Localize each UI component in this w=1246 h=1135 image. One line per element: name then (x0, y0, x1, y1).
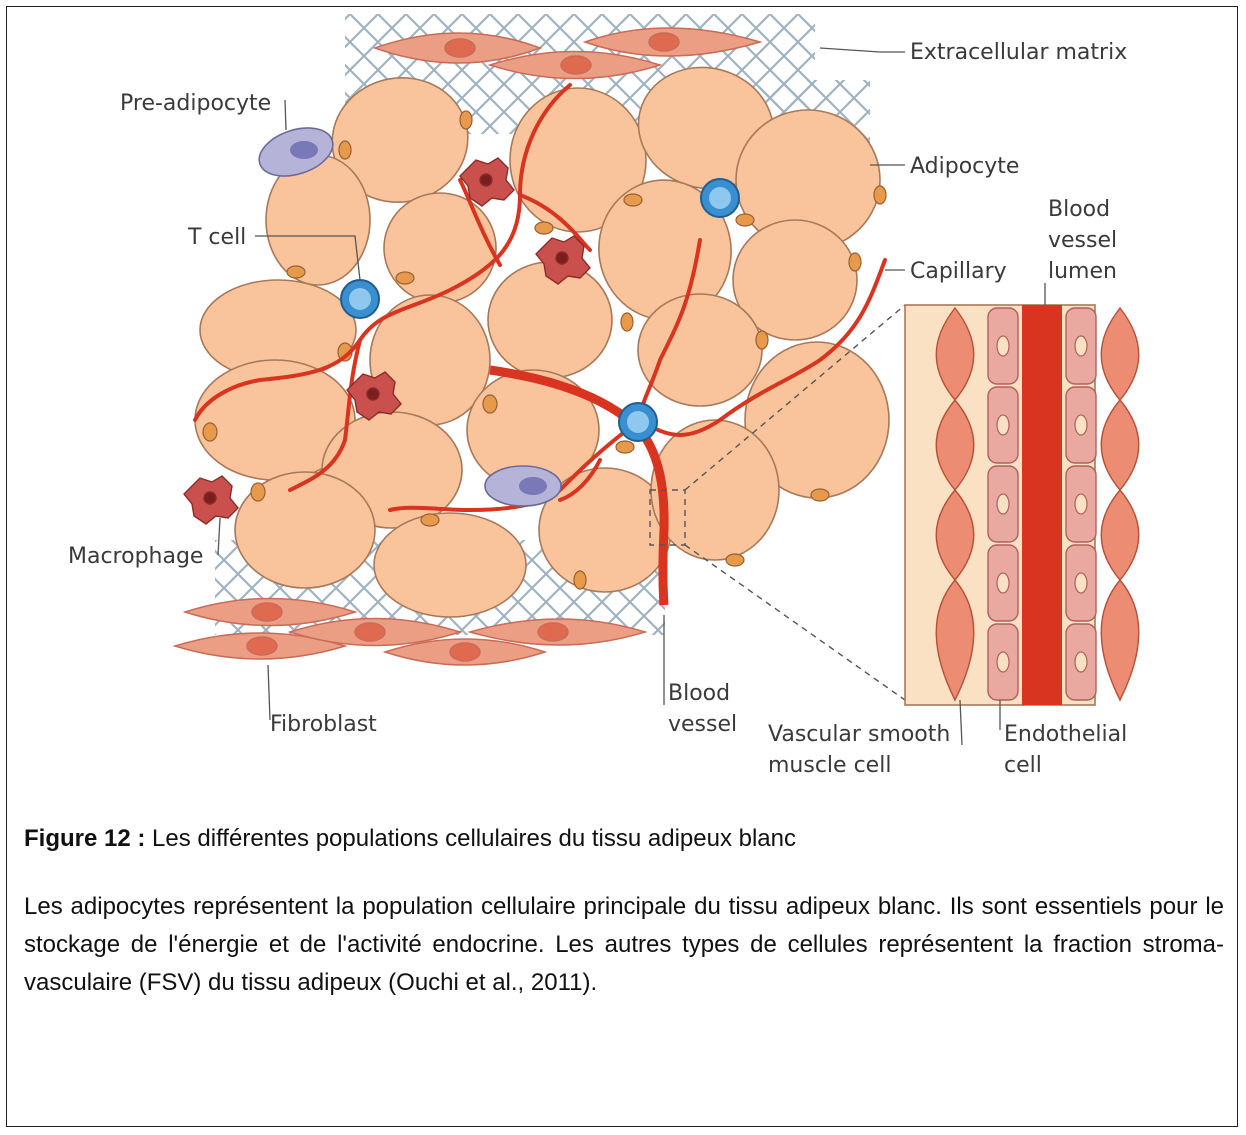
label-vascular-smooth-muscle-line1: Vascular smooth (768, 722, 950, 747)
figure-caption-body: Les adipocytes représentent la populatio… (24, 888, 1224, 1002)
label-blood-vessel-lumen-line2: vessel (1048, 228, 1117, 253)
label-blood-vessel-line1: Blood (668, 681, 730, 706)
t-cell-icon (619, 403, 657, 441)
blood-vessel-inset (905, 305, 1139, 705)
t-cell-icon (341, 280, 379, 318)
label-blood-vessel-line2: vessel (668, 712, 737, 737)
label-pre-adipocyte: Pre-adipocyte (120, 91, 271, 116)
adipose-tissue-diagram: Extracellular matrix Pre-adipocyte Adipo… (0, 0, 1246, 810)
label-endothelial-cell-line1: Endothelial (1004, 722, 1127, 747)
label-vascular-smooth-muscle-line2: muscle cell (768, 753, 891, 778)
label-fibroblast: Fibroblast (270, 712, 377, 737)
figure-caption-title: Figure 12 : Les différentes populations … (24, 820, 1224, 858)
label-blood-vessel-lumen-line1: Blood (1048, 197, 1110, 222)
label-extracellular-matrix: Extracellular matrix (910, 40, 1127, 65)
label-adipocyte: Adipocyte (910, 154, 1019, 179)
label-macrophage: Macrophage (68, 544, 203, 569)
macrophage-icon (184, 476, 238, 524)
label-capillary: Capillary (910, 259, 1007, 284)
figure-number: Figure 12 : (24, 825, 145, 852)
t-cell-icon (701, 179, 739, 217)
label-t-cell: T cell (187, 225, 246, 250)
label-endothelial-cell-line2: cell (1004, 753, 1042, 778)
figure-title: Les différentes populations cellulaires … (145, 825, 796, 852)
pre-adipocyte-icon (485, 466, 561, 506)
label-blood-vessel-lumen-line3: lumen (1048, 259, 1117, 284)
